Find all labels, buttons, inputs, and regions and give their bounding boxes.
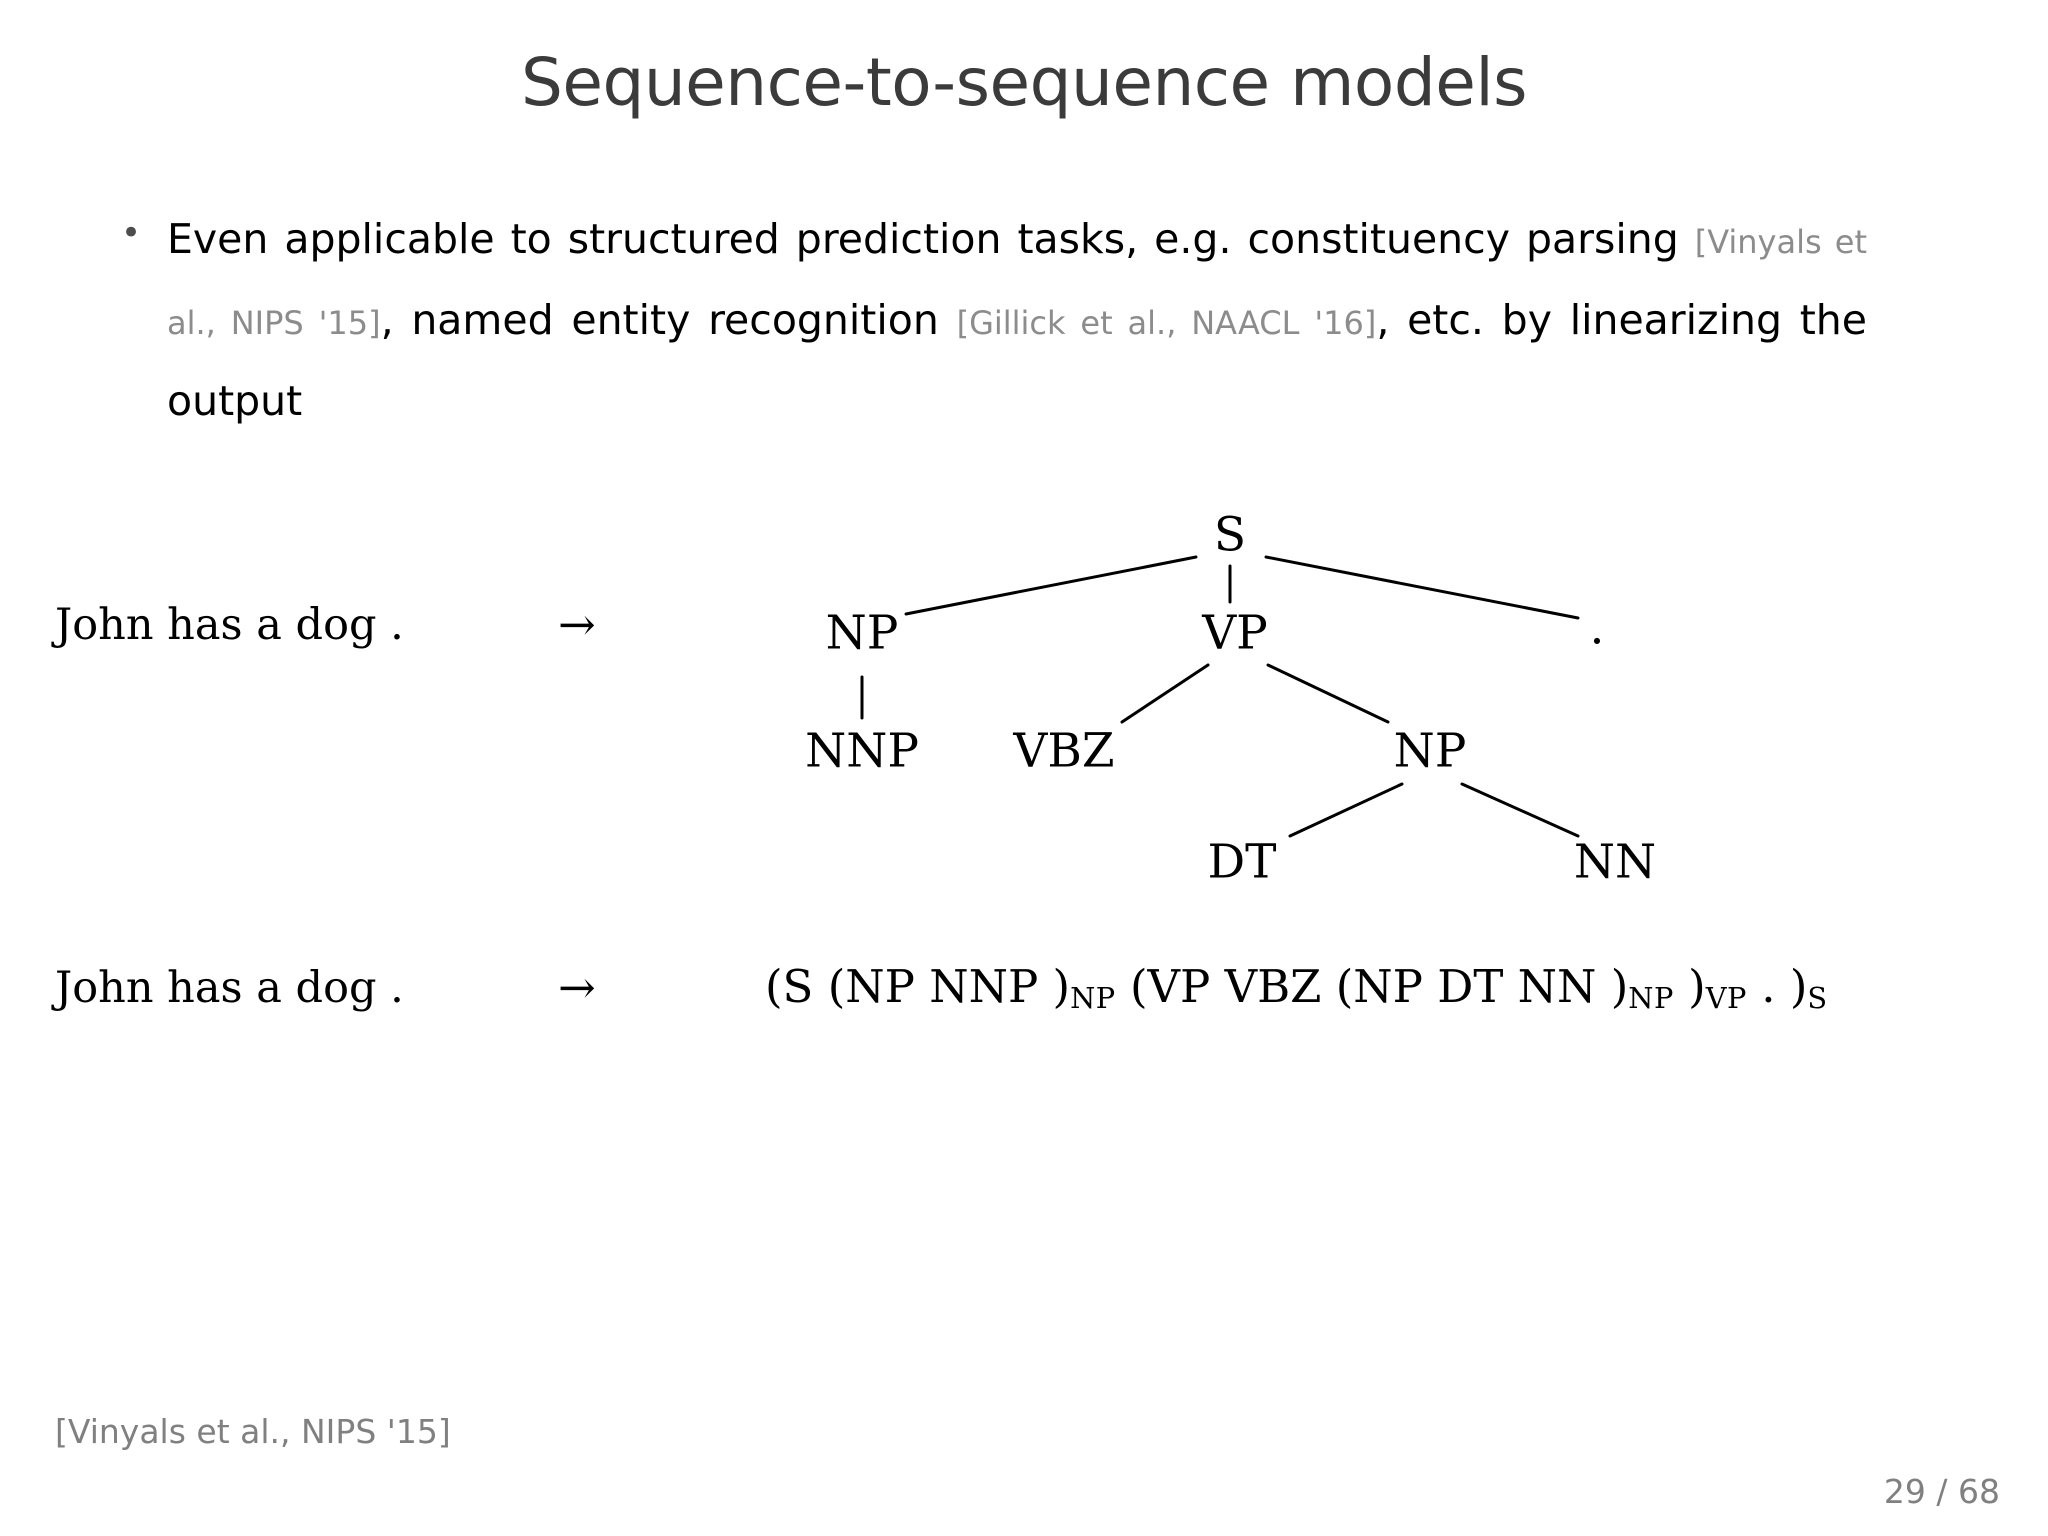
linearized-subscript-7: S: [1807, 981, 1828, 1016]
linearized-text-6: . ): [1746, 960, 1808, 1013]
tree-node-s: S: [1213, 507, 1247, 563]
tree-node-vbz: VBZ: [1013, 723, 1115, 779]
example-sentence-2: John has a dog .: [55, 963, 404, 1013]
bullet-citation-vinyals: [Vinyals et al., NIPS '15]: [167, 223, 1868, 342]
tree-edge-s-np1: [904, 555, 1198, 616]
linearized-parse-output: (S (NP NNP )NP (VP VBZ (NP DT NN )NP )VP…: [765, 960, 1828, 1016]
tree-edge-np2-nn: [1460, 782, 1580, 838]
tree-node-punc: .: [1589, 600, 1605, 656]
bullet-item-text: Even applicable to structured prediction…: [167, 200, 1867, 440]
linearized-subscript-3: NP: [1628, 981, 1674, 1016]
tree-edge-vp-vbz: [1120, 663, 1210, 724]
bullet-citation-gillick: [Gillick et al., NAACL '16]: [956, 304, 1377, 342]
tree-node-dt: DT: [1207, 834, 1277, 890]
linearized-subscript-5: VP: [1705, 981, 1747, 1016]
tree-node-vp: VP: [1202, 605, 1268, 661]
page-number: 29 / 68: [1883, 1472, 2000, 1511]
tree-edge-s-punc: [1264, 555, 1580, 620]
linearized-text-4: ): [1673, 960, 1706, 1013]
linearized-subscript-1: NP: [1070, 981, 1116, 1016]
footer-citation: [Vinyals et al., NIPS '15]: [55, 1412, 451, 1451]
example-sentence-1: John has a dog .: [55, 600, 404, 650]
page-title: Sequence-to-sequence models: [520, 44, 1528, 121]
list-item: • Even applicable to structured predicti…: [115, 200, 1915, 440]
tree-node-nn: NN: [1573, 834, 1657, 890]
bullet-list: • Even applicable to structured predicti…: [115, 200, 1915, 440]
linearized-text-0: (S (NP NNP ): [765, 960, 1071, 1013]
bullet-segment-text-3: , etc. by linearizing the output: [167, 296, 1867, 425]
right-arrow-icon-2: →: [558, 961, 596, 1014]
tree-node-nnp: NNP: [805, 723, 919, 779]
bullet-segment-text-2: , named entity recognition: [380, 296, 957, 344]
tree-edge-vp-np2: [1266, 663, 1390, 724]
bullet-point-icon: •: [121, 213, 142, 253]
linearized-text-2: (VP VBZ (NP DT NN ): [1115, 960, 1629, 1013]
bullet-segment-text-1: Even applicable to structured prediction…: [167, 215, 1695, 263]
tree-node-np1: NP: [825, 605, 899, 661]
tree-edge-np2-dt: [1288, 782, 1404, 838]
tree-node-np2: NP: [1393, 723, 1467, 779]
right-arrow-icon-1: →: [558, 598, 596, 651]
